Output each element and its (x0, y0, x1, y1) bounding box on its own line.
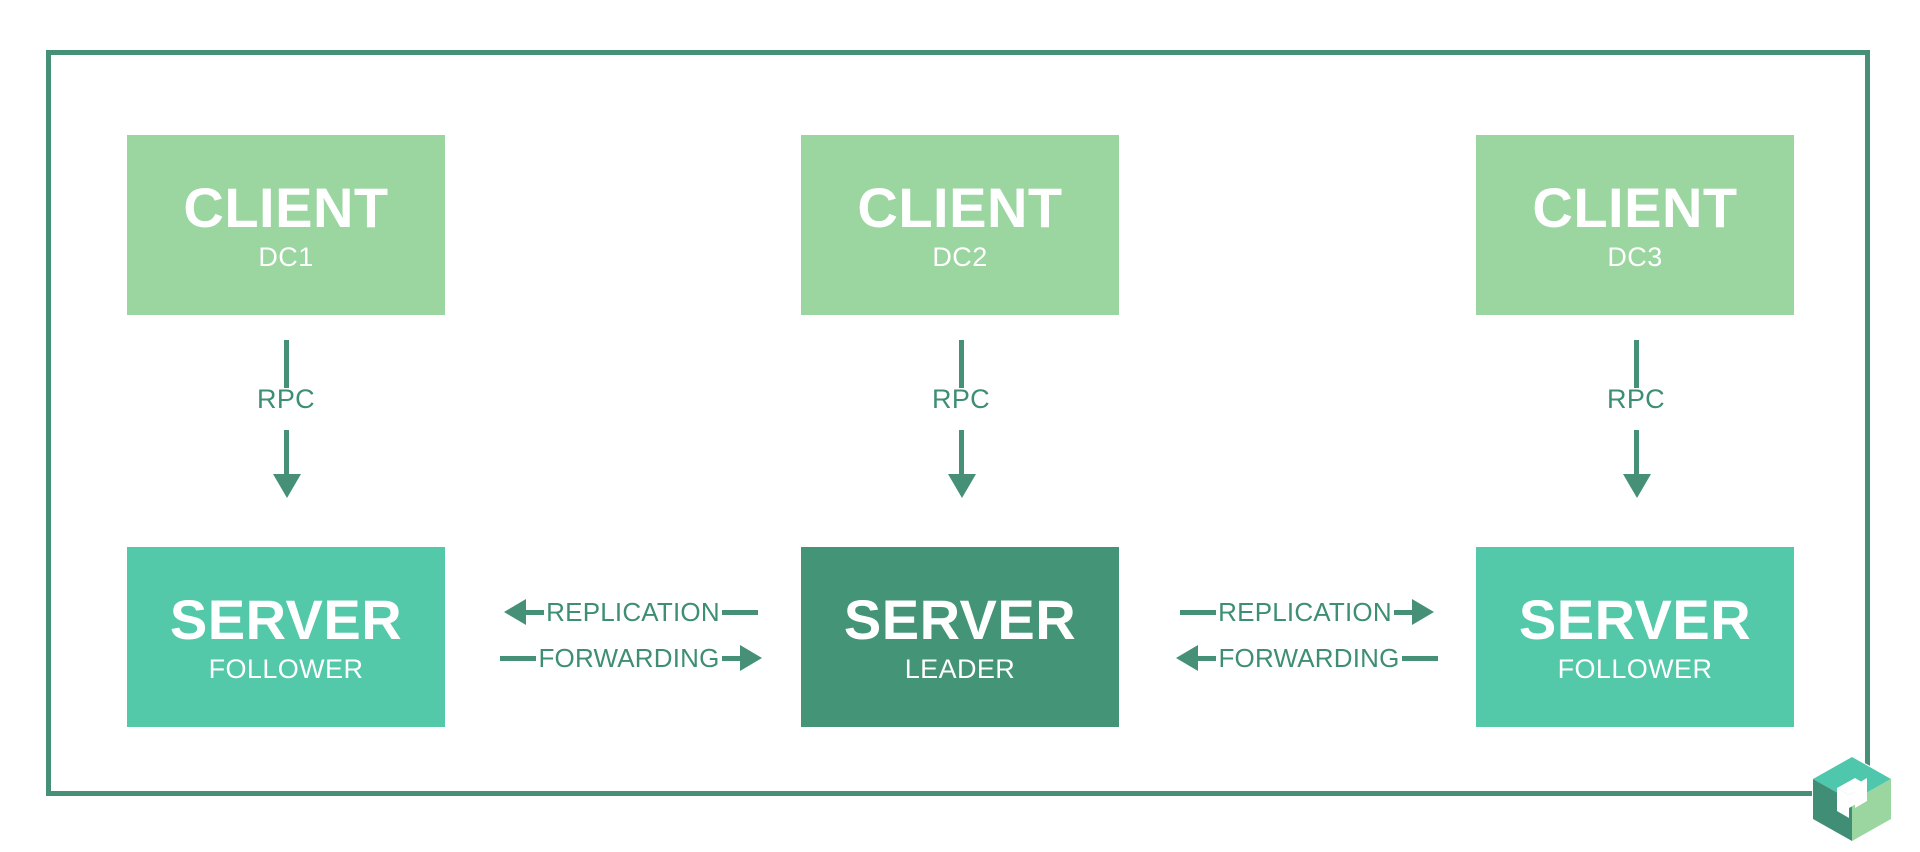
arrow-right-icon (1411, 599, 1434, 625)
rpc-line-segment-bottom (959, 430, 964, 477)
link-line-segment (1180, 609, 1217, 615)
server-node-follower-left: SERVER FOLLOWER (127, 547, 445, 727)
server-link-group-right: REPLICATION FORWARDING (1136, 592, 1478, 684)
arrow-down-icon (273, 474, 301, 498)
arrow-down-icon (1623, 474, 1651, 498)
server-node-title: SERVER (843, 587, 1077, 651)
client-node-title: CLIENT (857, 175, 1063, 239)
link-line-segment (721, 655, 740, 661)
server-node-subtitle: LEADER (904, 654, 1016, 685)
forwarding-link-left: FORWARDING (460, 638, 802, 678)
nomad-cube-logo-icon (1812, 756, 1892, 842)
link-line-segment (1198, 655, 1217, 661)
diagram-outer-frame (46, 50, 1870, 796)
client-node-title: CLIENT (183, 175, 389, 239)
client-node-dc1: CLIENT DC1 (127, 135, 445, 315)
server-node-title: SERVER (169, 587, 403, 651)
arrow-left-icon (504, 599, 527, 625)
link-line-segment (526, 609, 545, 615)
server-node-leader: SERVER LEADER (801, 547, 1119, 727)
link-line-segment (500, 655, 537, 661)
forwarding-link-right: FORWARDING (1136, 638, 1478, 678)
link-line-segment (1393, 609, 1412, 615)
server-link-group-left: REPLICATION FORWARDING (460, 592, 802, 684)
arrow-right-icon (739, 645, 762, 671)
client-node-subtitle: DC3 (1607, 242, 1663, 273)
server-node-title: SERVER (1518, 587, 1752, 651)
rpc-label: RPC (932, 384, 990, 414)
rpc-line-segment-bottom (284, 430, 289, 477)
replication-label: REPLICATION (546, 597, 720, 627)
rpc-connector-dc1: RPC (206, 340, 366, 520)
client-node-dc2: CLIENT DC2 (801, 135, 1119, 315)
rpc-line-segment-top (959, 340, 964, 388)
arrow-left-icon (1176, 645, 1199, 671)
forwarding-label: FORWARDING (1218, 643, 1400, 673)
forwarding-label: FORWARDING (538, 643, 720, 673)
rpc-label: RPC (1607, 384, 1665, 414)
rpc-label: RPC (257, 384, 315, 414)
arrow-down-icon (948, 474, 976, 498)
rpc-line-segment-top (1634, 340, 1639, 388)
client-node-dc3: CLIENT DC3 (1476, 135, 1794, 315)
rpc-line-segment-top (284, 340, 289, 388)
client-node-subtitle: DC1 (258, 242, 314, 273)
rpc-connector-dc3: RPC (1556, 340, 1716, 520)
rpc-connector-dc2: RPC (881, 340, 1041, 520)
server-node-subtitle: FOLLOWER (208, 654, 364, 685)
replication-link-left: REPLICATION (460, 592, 802, 632)
replication-link-right: REPLICATION (1136, 592, 1478, 632)
server-node-follower-right: SERVER FOLLOWER (1476, 547, 1794, 727)
server-node-subtitle: FOLLOWER (1557, 654, 1713, 685)
replication-label: REPLICATION (1218, 597, 1392, 627)
client-node-title: CLIENT (1532, 175, 1738, 239)
rpc-line-segment-bottom (1634, 430, 1639, 477)
link-line-segment (721, 609, 758, 615)
client-node-subtitle: DC2 (932, 242, 988, 273)
link-line-segment (1401, 655, 1438, 661)
